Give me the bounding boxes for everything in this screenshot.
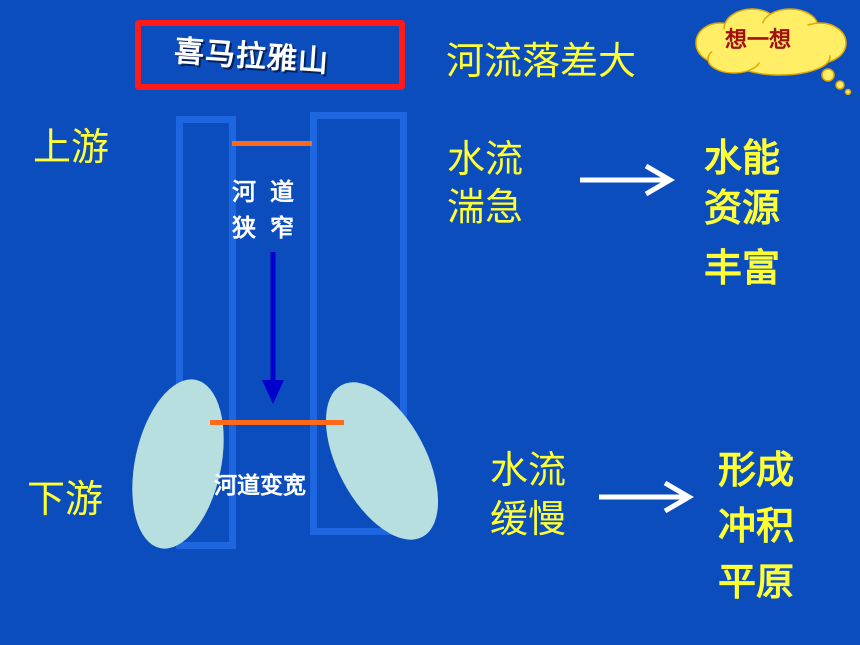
narrow-label-line1: 河道 (232, 178, 308, 206)
lower-cause-line2: 缓慢 (490, 497, 567, 541)
flow-direction-arrow-icon (262, 252, 284, 404)
downstream-label: 下游 (27, 477, 104, 521)
arrow-right-icon (599, 480, 694, 514)
arrow-right-icon (580, 163, 675, 197)
title-box (135, 20, 405, 90)
upper-result-line1: 水能 (704, 136, 781, 180)
narrow-width-line (232, 141, 312, 146)
narrow-label-line2: 狭窄 (232, 214, 308, 242)
upstream-label: 上游 (33, 125, 110, 169)
river-bank-left (176, 116, 236, 549)
lower-result-line2: 冲积 (718, 504, 795, 548)
river-bank-right (310, 112, 407, 535)
thought-cloud-icon[interactable] (690, 5, 855, 95)
lower-result-line3: 平原 (718, 560, 795, 604)
think-bubble-text: 想一想 (725, 28, 792, 53)
lower-result-line1: 形成 (718, 448, 795, 492)
upper-cause-line2: 湍急 (447, 185, 524, 229)
upper-result-line2: 资源 (704, 186, 781, 230)
drop-label: 河流落差大 (446, 39, 637, 83)
upper-cause-line1: 水流 (447, 137, 524, 181)
wide-width-line (210, 420, 344, 425)
upper-result-line3: 丰富 (704, 246, 781, 290)
widen-label: 河道变宽 (214, 473, 306, 499)
lower-cause-line1: 水流 (490, 448, 567, 492)
